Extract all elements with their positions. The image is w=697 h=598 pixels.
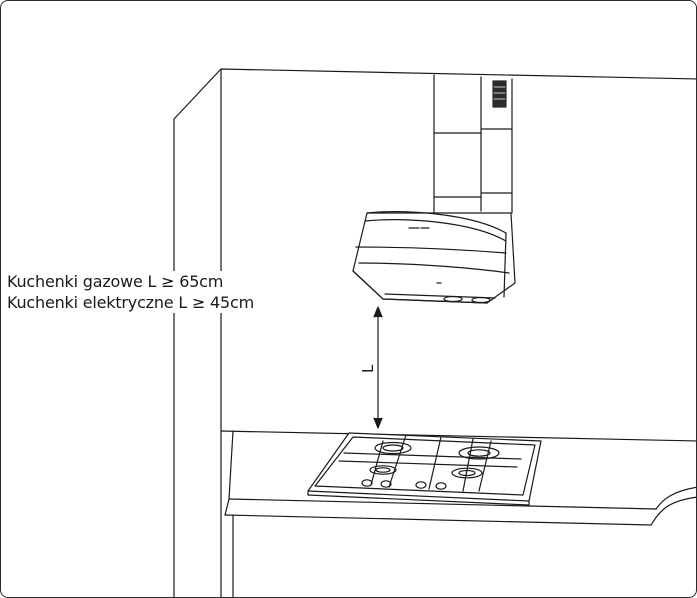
cooker-hood xyxy=(352,211,516,304)
electric-hob-clearance-text: Kuchenki elektryczne L ≥ 45cm xyxy=(7,293,254,312)
vent-panel xyxy=(492,80,507,108)
countertop xyxy=(220,430,696,597)
distance-label: L xyxy=(359,364,377,373)
left-wall xyxy=(173,68,696,597)
chimney-duct xyxy=(433,74,513,214)
clearance-caption: Kuchenki gazowe L ≥ 65cm Kuchenki elektr… xyxy=(1,271,311,313)
gas-hob xyxy=(307,432,542,506)
distance-dimension-arrow xyxy=(373,306,383,429)
gas-hob-clearance-text: Kuchenki gazowe L ≥ 65cm xyxy=(7,272,224,291)
